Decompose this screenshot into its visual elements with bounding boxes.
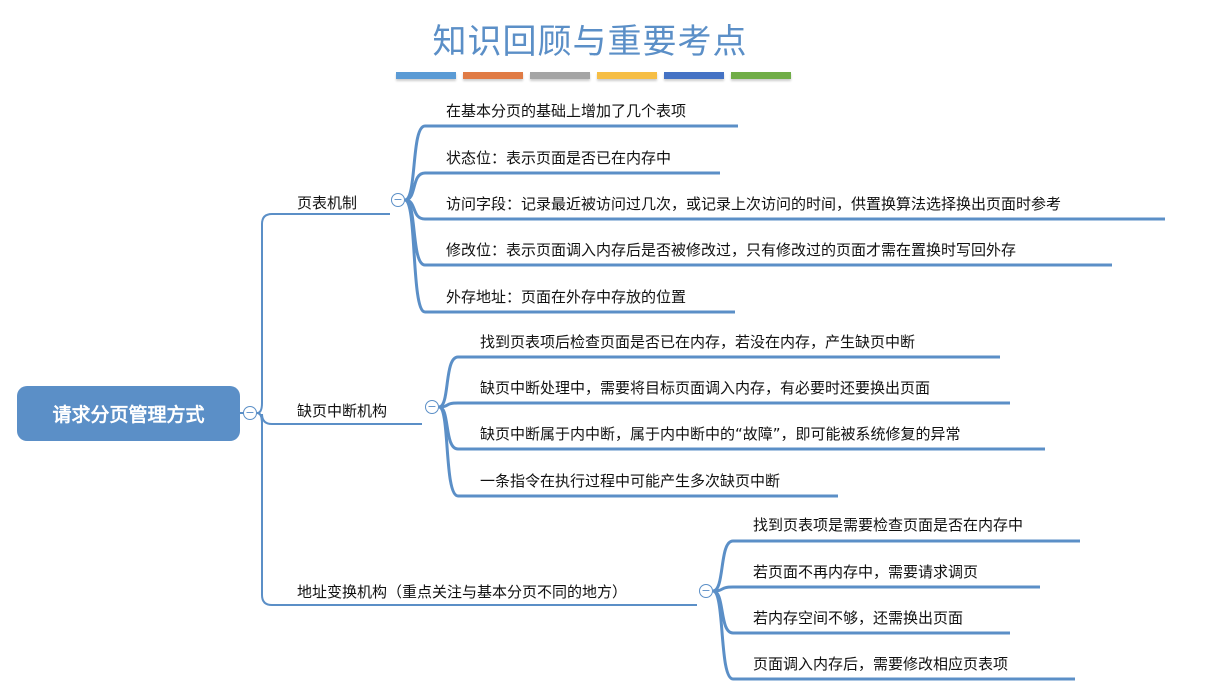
title-color-bar bbox=[530, 72, 590, 79]
title-color-bar bbox=[463, 72, 523, 79]
leaf-node: 找到页表项后检查页面是否已在内存，若没在内存，产生缺页中断 bbox=[480, 333, 916, 351]
branch-connector bbox=[256, 213, 390, 414]
leaf-connector bbox=[438, 355, 1000, 409]
leaf-node: 缺页中断属于内中断，属于内中断中的“故障”，即可能被系统修复的异常 bbox=[480, 425, 961, 443]
branch-collapse-button[interactable]: − bbox=[425, 400, 439, 414]
leaf-connector bbox=[437, 405, 838, 498]
leaf-connector bbox=[438, 401, 1010, 409]
title-color-bar bbox=[664, 72, 724, 79]
branch-label: 地址变换机构（重点关注与基本分页不同的地方） bbox=[297, 583, 628, 601]
leaf-node: 若页面不再内存中，需要请求调页 bbox=[753, 563, 979, 581]
page-title: 知识回顾与重要考点 bbox=[432, 22, 748, 62]
title-color-bar bbox=[396, 72, 456, 79]
branch-label: 缺页中断机构 bbox=[297, 402, 388, 420]
leaf-connector bbox=[403, 198, 735, 314]
branch-label: 页表机制 bbox=[297, 194, 358, 212]
leaf-node: 页面调入内存后，需要修改相应页表项 bbox=[753, 655, 1009, 673]
leaf-node: 缺页中断处理中，需要将目标页面调入内存，有必要时还要换出页面 bbox=[480, 379, 931, 397]
root-collapse-button[interactable]: − bbox=[243, 406, 257, 420]
leaf-connector bbox=[712, 585, 1040, 593]
leaf-connector bbox=[712, 539, 1080, 593]
title-color-bar bbox=[597, 72, 657, 79]
branch-collapse-button[interactable]: − bbox=[391, 193, 405, 207]
leaf-node: 修改位：表示页面调入内存后是否被修改过，只有修改过的页面才需在置换时写回外存 bbox=[446, 241, 1017, 259]
leaf-node: 若内存空间不够，还需换出页面 bbox=[753, 609, 964, 627]
title-color-bar bbox=[731, 72, 791, 79]
leaf-node: 外存地址：页面在外存中存放的位置 bbox=[446, 288, 687, 306]
leaf-connector bbox=[404, 124, 738, 202]
leaf-node: 找到页表项是需要检查页面是否在内存中 bbox=[753, 516, 1024, 534]
leaf-node: 一条指令在执行过程中可能产生多次缺页中断 bbox=[480, 472, 781, 490]
root-node[interactable]: 请求分页管理方式 bbox=[17, 386, 240, 441]
leaf-node: 在基本分页的基础上增加了几个表项 bbox=[446, 102, 687, 120]
leaf-connector bbox=[712, 589, 1075, 681]
leaf-node: 状态位：表示页面是否已在内存中 bbox=[446, 149, 672, 167]
leaf-node: 访问字段：记录最近被访问过几次，或记录上次访问的时间，供置换算法选择换出页面时参… bbox=[446, 195, 1062, 213]
branch-collapse-button[interactable]: − bbox=[699, 584, 713, 598]
branch-connector bbox=[256, 412, 697, 606]
